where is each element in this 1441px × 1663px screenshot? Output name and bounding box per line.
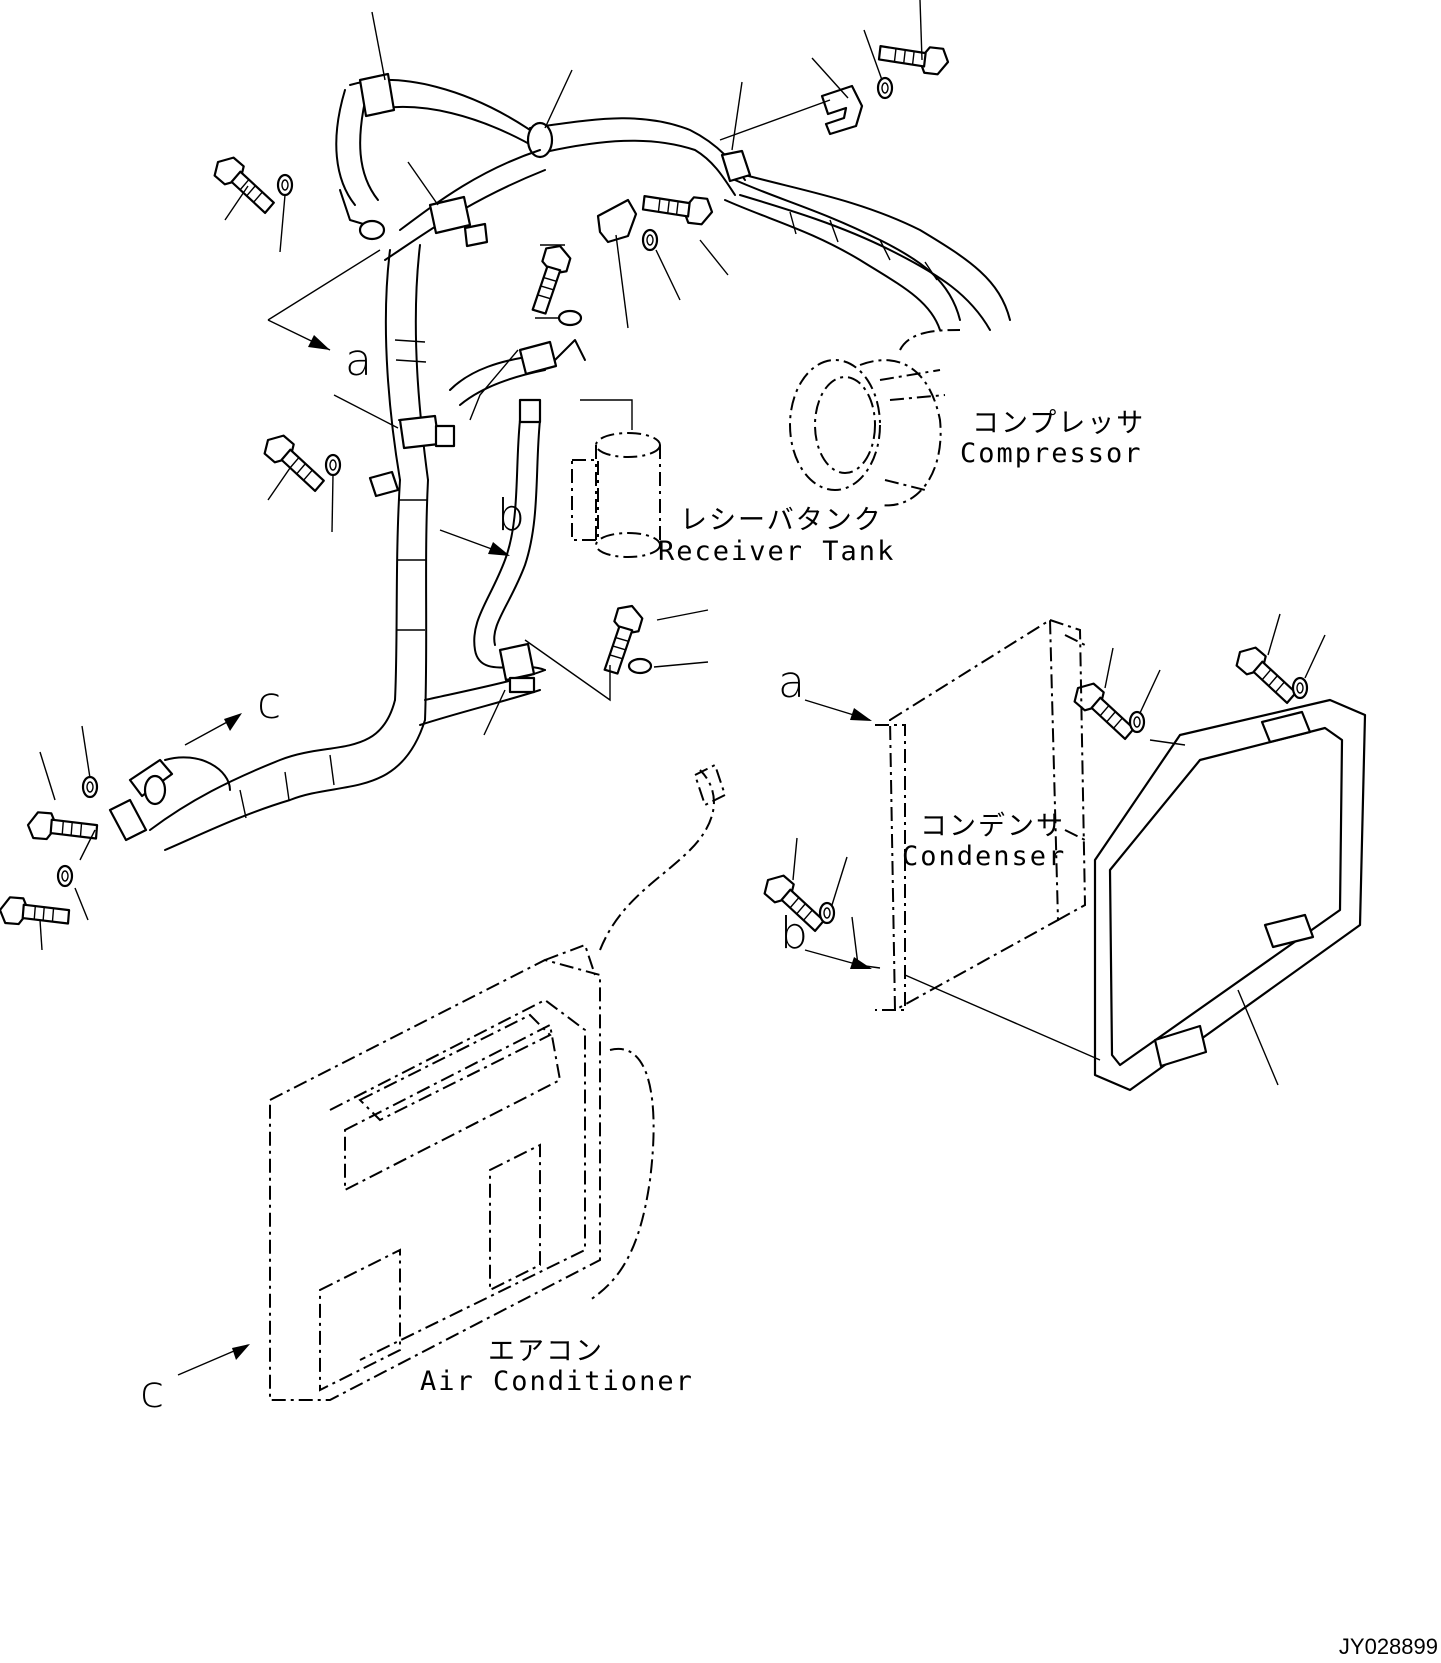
arrow-a-head: [308, 335, 330, 350]
condenser-label-jp: コンデンサ: [920, 811, 1065, 842]
arrow-b-head: [488, 542, 510, 556]
view-marker-c-target: c: [140, 1367, 164, 1418]
arrow-c2-head: [232, 1344, 250, 1360]
arrow-b2-head: [850, 957, 872, 969]
view-marker-a: a: [345, 335, 372, 386]
compressor-label-jp: コンプレッサ: [972, 408, 1145, 439]
air-conditioner-label-en: Air Conditioner: [420, 1366, 694, 1397]
fasteners: [0, 25, 1309, 947]
hose-assembly: [108, 72, 1011, 851]
air-conditioner-label-jp: エアコン: [488, 1336, 604, 1367]
view-marker-c: c: [257, 678, 281, 729]
receiver-tank-label-jp: レシーバタンク: [680, 505, 883, 536]
view-arrows: [177, 319, 872, 1376]
air-conditioner-part: [269, 763, 727, 1401]
leader-lines: [39, 0, 1326, 1086]
arrow-a2-head: [850, 708, 872, 721]
condenser-label-en: Condenser: [902, 841, 1066, 872]
view-marker-b-target: b: [780, 908, 808, 959]
brackets: [596, 84, 864, 244]
receiver-tank-label-en: Receiver Tank: [658, 536, 895, 567]
compressor-label-en: Compressor: [960, 438, 1143, 469]
condenser-frame: [1093, 698, 1367, 1092]
arrow-c-head: [224, 713, 242, 731]
view-marker-a-target: a: [778, 657, 805, 708]
view-marker-b: b: [497, 490, 525, 541]
condenser-part: [875, 618, 1087, 1012]
drawing-code: JY028899: [1339, 1634, 1438, 1659]
receiver-tank-part: [571, 399, 661, 558]
compressor-part: [789, 329, 961, 507]
